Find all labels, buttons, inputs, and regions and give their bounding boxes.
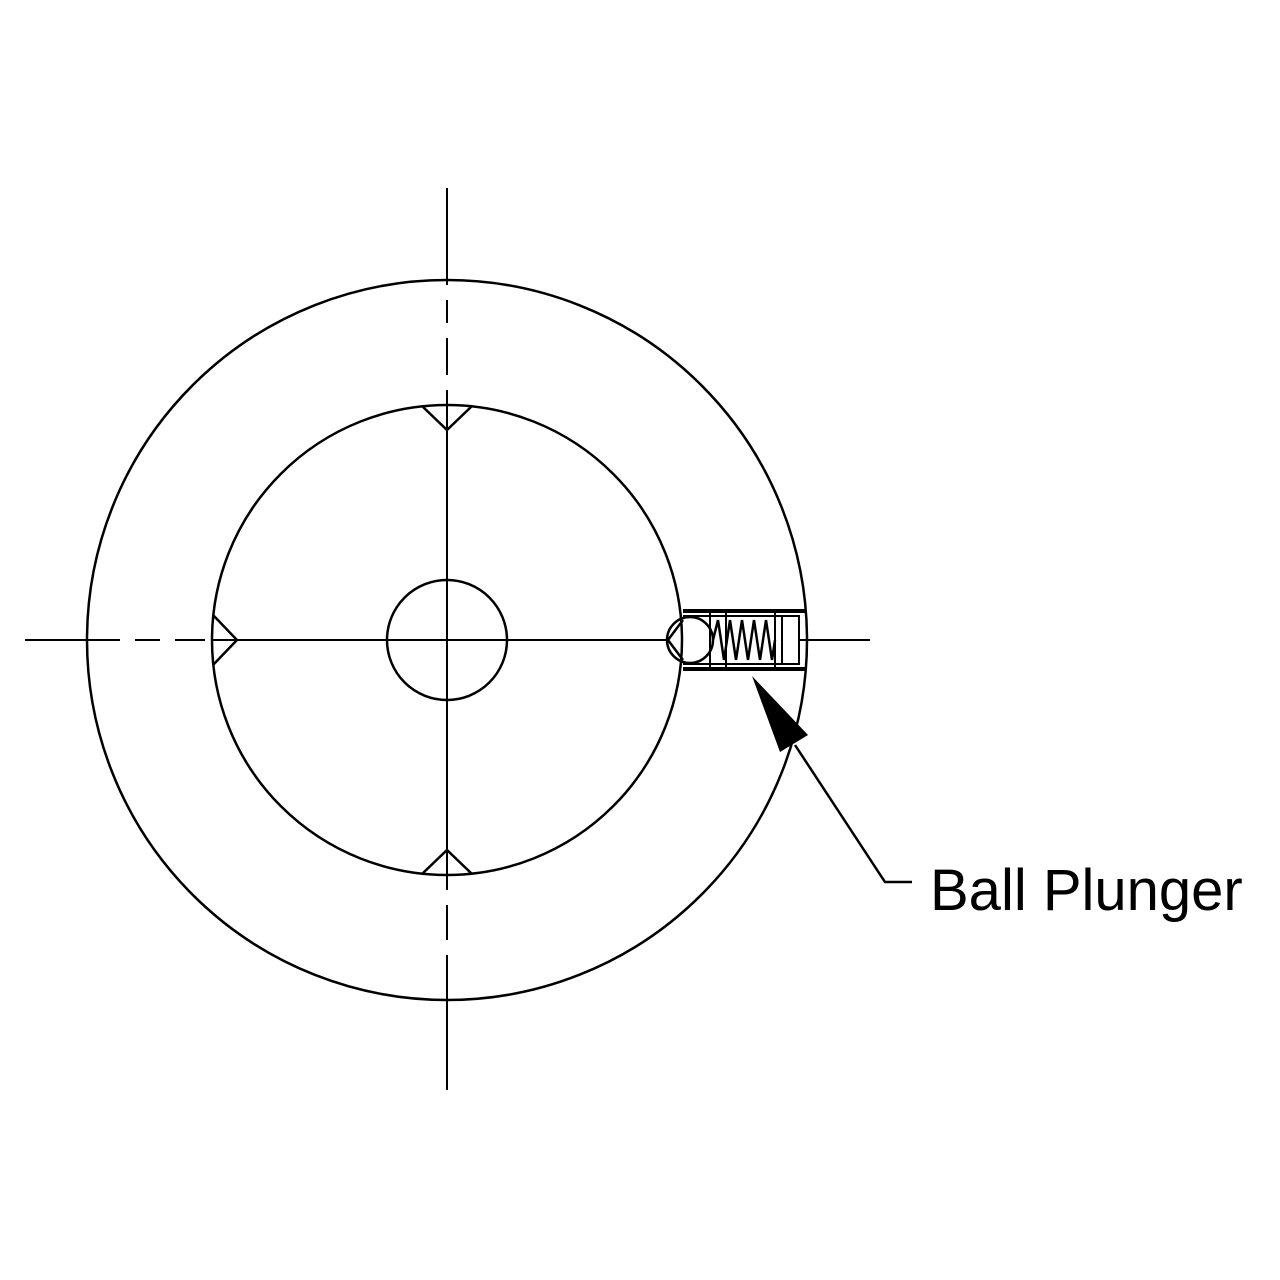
leader-arrowhead (752, 676, 808, 752)
plunger-notch-lower (667, 639, 684, 661)
inner-bore-circle (210, 403, 684, 877)
plunger-set-screw (781, 615, 800, 665)
center-hub-circle (385, 578, 509, 702)
plunger-notch-upper (667, 619, 684, 641)
detent-notch-bottom (421, 848, 473, 875)
leader-line (793, 744, 912, 884)
detent-notch-left (212, 614, 239, 666)
label-leader (752, 676, 912, 884)
detent-notches (212, 405, 473, 875)
plunger-ball (665, 615, 715, 665)
detent-notch-top (421, 405, 473, 432)
centerlines (25, 188, 870, 1090)
plunger-spring (711, 619, 777, 661)
ball-plunger (665, 609, 805, 671)
outer-circle (85, 278, 809, 1002)
ball-plunger-label: Ball Plunger (930, 858, 1243, 923)
